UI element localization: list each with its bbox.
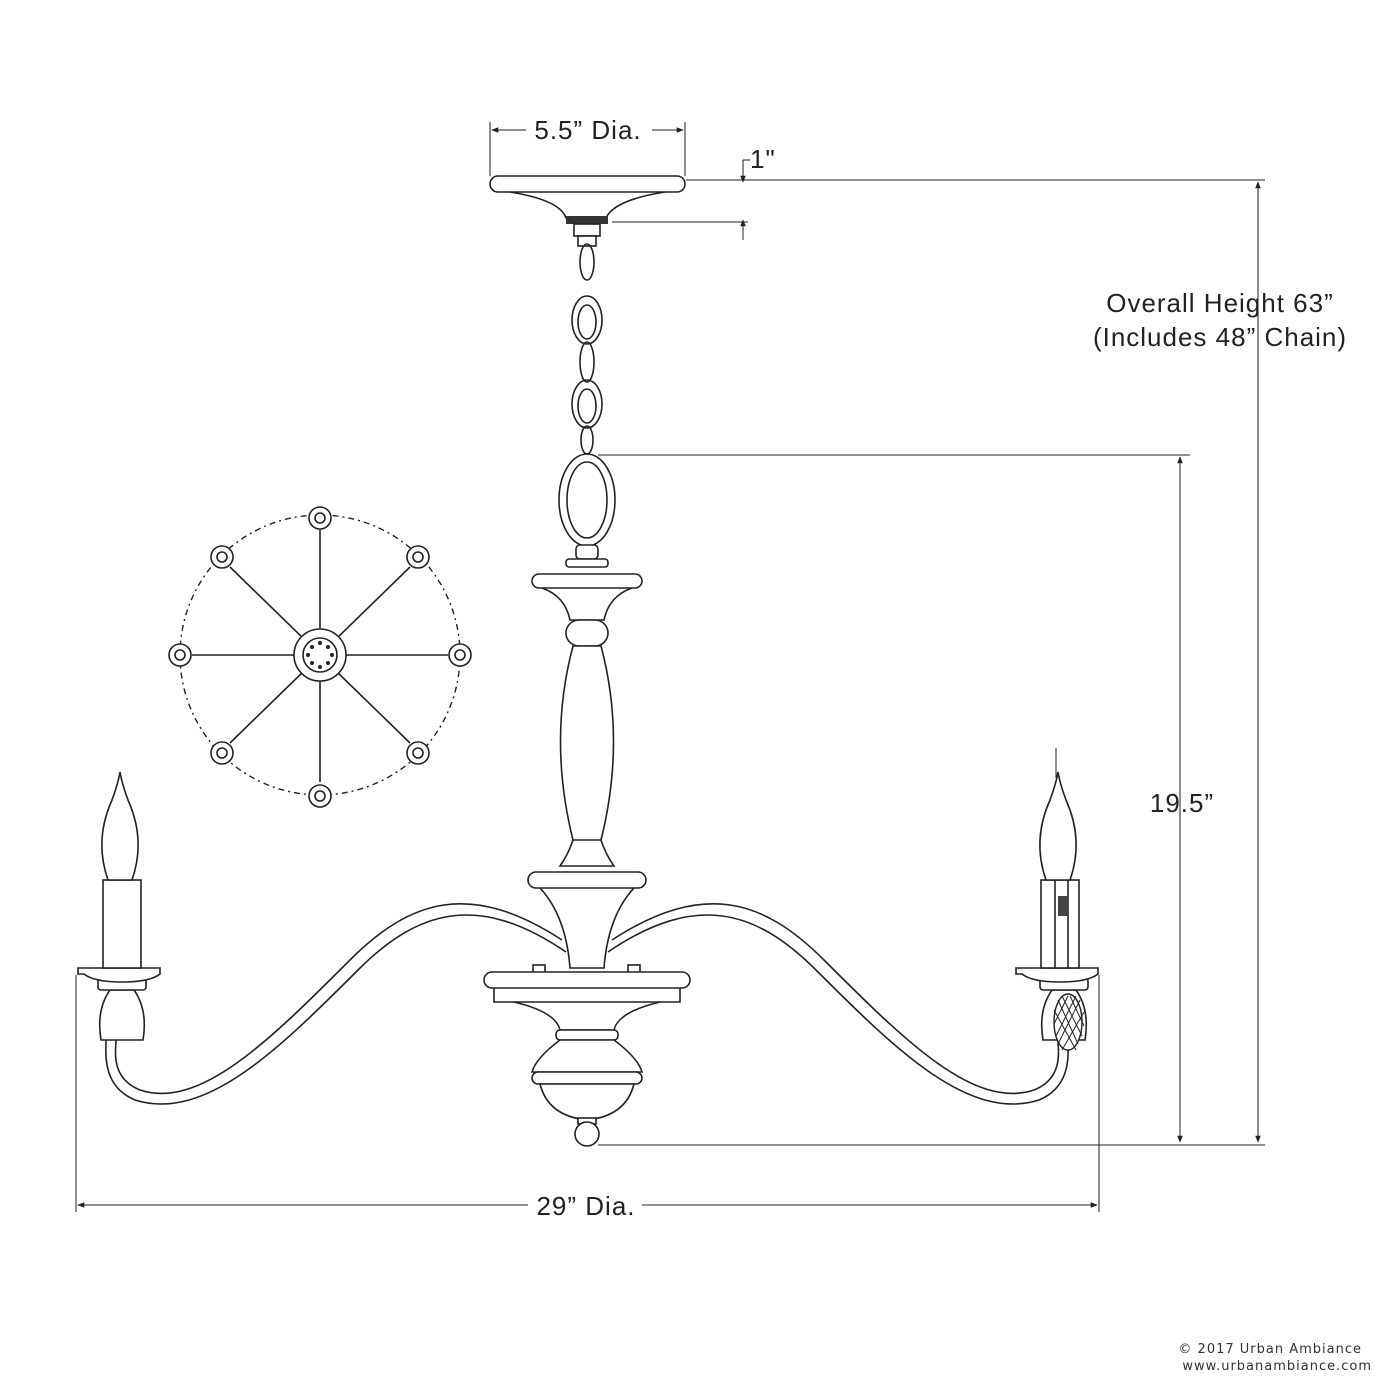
copyright-text: © 2017 Urban Ambiance bbox=[1178, 1342, 1362, 1357]
overall-height-label: Overall Height 63” bbox=[1106, 288, 1334, 318]
chain bbox=[558, 243, 616, 547]
right-candle bbox=[1015, 748, 1099, 1051]
fixture-diameter-label: 29” Dia. bbox=[536, 1191, 635, 1221]
canopy bbox=[489, 175, 686, 247]
body-height-label: 19.5” bbox=[1150, 788, 1214, 818]
center-column bbox=[483, 544, 691, 1147]
dimension-lines bbox=[75, 122, 1265, 1212]
left-candle bbox=[77, 771, 161, 1041]
website-text: www.urbanambiance.com bbox=[1182, 1359, 1372, 1374]
arms bbox=[105, 902, 1069, 1105]
chain-length-note: (Includes 48” Chain) bbox=[1093, 322, 1347, 352]
canopy-height-label: 1" bbox=[750, 144, 776, 174]
top-view-diagram bbox=[168, 506, 472, 808]
canopy-diameter-label: 5.5” Dia. bbox=[534, 115, 641, 145]
